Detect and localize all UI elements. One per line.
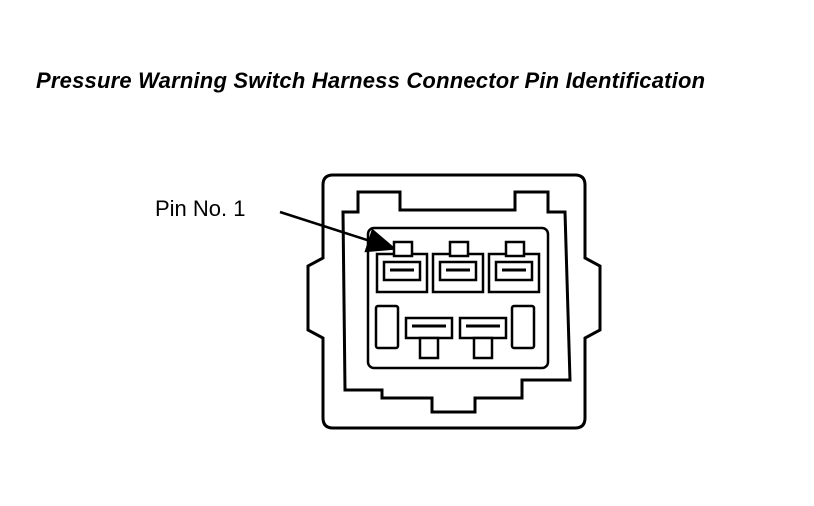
pin-2 [431, 240, 485, 294]
pin-1-callout-label: Pin No. 1 [155, 196, 246, 221]
diagram-title: Pressure Warning Switch Harness Connecto… [36, 68, 706, 93]
pin-3 [487, 240, 541, 294]
blank-cavity-right [510, 304, 536, 350]
connector-inner-shell [341, 190, 572, 414]
pin-1 [375, 240, 429, 294]
pin-4 [404, 316, 454, 360]
pin-1-callout-arrow [279, 210, 397, 253]
blank-cavity-left [374, 304, 400, 350]
pin-cavity-frame [366, 226, 550, 370]
pin-5 [458, 316, 508, 360]
connector-outer-housing [306, 173, 602, 430]
